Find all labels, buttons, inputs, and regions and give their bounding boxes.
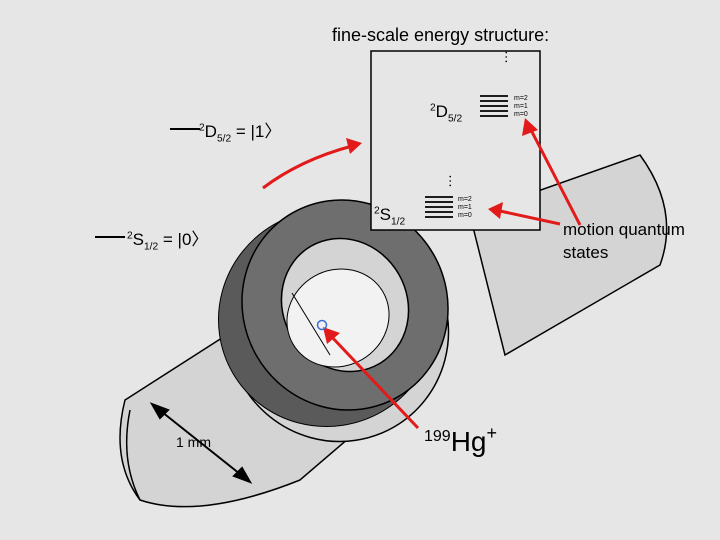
d-motion-lines xyxy=(480,95,508,117)
d-level-state-label: 2D5/2 = |1〉 xyxy=(199,122,282,145)
box-d-level-label: 2D5/2 xyxy=(430,102,463,125)
motion-arrow-lower xyxy=(488,202,561,226)
ion-arrow xyxy=(323,327,420,430)
trap-electrode-disk xyxy=(241,199,449,411)
transition-arrow xyxy=(262,138,362,190)
energy-structure-box xyxy=(370,50,541,231)
diagram-title: fine-scale energy structure: xyxy=(332,25,550,45)
ion-marker xyxy=(316,319,328,331)
scale-bar-label: 1 mm xyxy=(176,434,211,450)
scale-bar-arrow xyxy=(149,402,253,484)
ellipsis-lower: … xyxy=(438,174,454,188)
s-motion-lines xyxy=(425,196,453,218)
box-s-level-label: 2S1/2 xyxy=(374,205,406,228)
motion-arrow-upper xyxy=(522,118,582,226)
s-level-state-label: 2S1/2 = |0〉 xyxy=(127,230,209,253)
ellipsis-upper: … xyxy=(494,50,510,64)
ion-species-label: 199Hg+ xyxy=(424,423,498,457)
